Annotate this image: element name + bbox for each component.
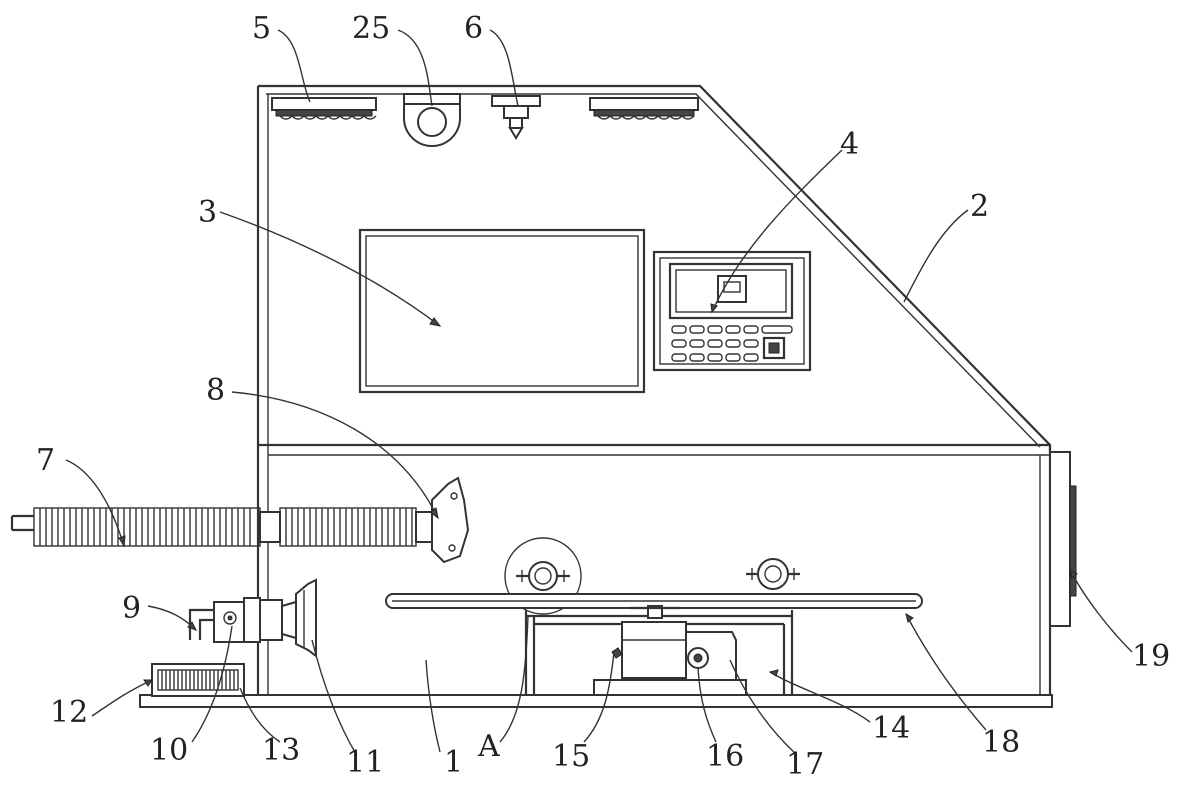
label-13: 13 [262, 733, 300, 768]
filter-box [151, 663, 245, 697]
leader-lines [65, 29, 1133, 755]
label-11: 11 [346, 745, 384, 780]
control-panel [652, 250, 812, 372]
arrow-heads [118, 303, 1078, 687]
label-12: 12 [50, 695, 88, 730]
label-18: 18 [982, 725, 1020, 760]
lamp-left [271, 97, 377, 120]
lamp-right [589, 97, 699, 120]
label-15: 15 [552, 739, 590, 774]
reference-labels: 5 25 6 4 2 3 8 7 9 12 10 13 11 1 A 15 16… [36, 11, 1170, 782]
label-2: 2 [970, 189, 989, 224]
label-16: 16 [706, 739, 744, 774]
corrugated-pipe [10, 507, 433, 547]
label-6: 6 [464, 11, 483, 46]
observation-window [358, 228, 646, 394]
label-25: 25 [352, 11, 390, 46]
nozzle-head [431, 476, 470, 564]
label-14: 14 [872, 711, 910, 746]
keypad [671, 325, 793, 362]
label-10: 10 [150, 733, 188, 768]
lower-housing [139, 445, 1053, 708]
roller-right [746, 558, 800, 590]
label-1: 1 [444, 745, 463, 780]
side-door [1049, 451, 1077, 627]
label-A: A [477, 729, 500, 764]
drive-motor [593, 605, 747, 696]
label-9: 9 [122, 591, 141, 626]
nozzle-sensor [491, 95, 541, 140]
suction-pipe [188, 597, 297, 643]
label-19: 19 [1132, 639, 1170, 674]
camera-dome [403, 93, 461, 147]
label-4: 4 [840, 127, 859, 162]
label-7: 7 [36, 443, 55, 478]
roller-left [504, 537, 582, 615]
label-17: 17 [786, 747, 824, 782]
label-8: 8 [206, 373, 225, 408]
label-5: 5 [252, 11, 271, 46]
label-3: 3 [198, 195, 217, 230]
